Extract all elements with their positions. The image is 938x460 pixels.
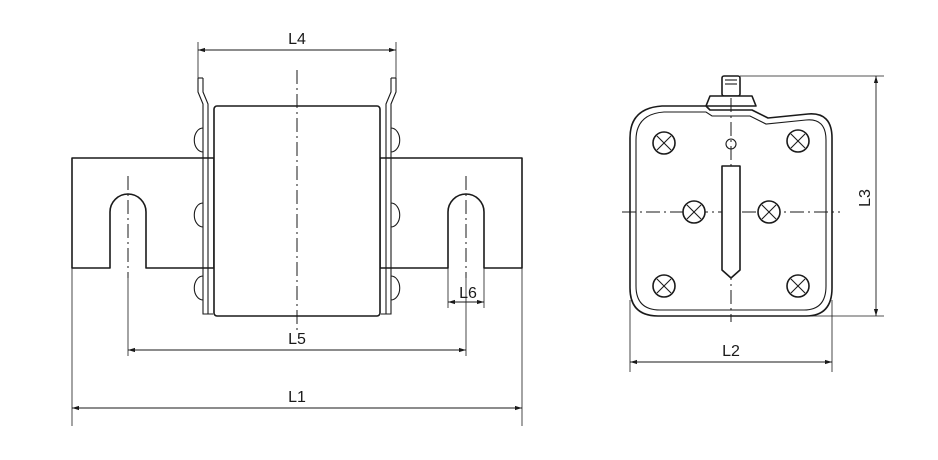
right-rivets <box>390 127 401 301</box>
right-blade <box>379 157 523 269</box>
side-body-inner <box>635 111 827 311</box>
dim-l3-label: L3 <box>857 189 874 207</box>
side-view: L2 L3 <box>622 75 884 372</box>
right-spring-clip <box>381 78 397 315</box>
dim-l6-label: L6 <box>459 285 477 302</box>
left-rivets <box>193 127 204 301</box>
dim-l5-label: L5 <box>288 331 306 348</box>
screws <box>652 129 810 298</box>
left-blade <box>71 157 215 269</box>
dim-l2-label: L2 <box>722 343 740 360</box>
dim-l1-label: L1 <box>288 389 306 406</box>
left-spring-clip <box>197 78 213 315</box>
center-slot <box>721 165 741 279</box>
front-view: L4 L5 L6 L1 <box>71 31 523 426</box>
dim-l4-label: L4 <box>288 31 306 48</box>
